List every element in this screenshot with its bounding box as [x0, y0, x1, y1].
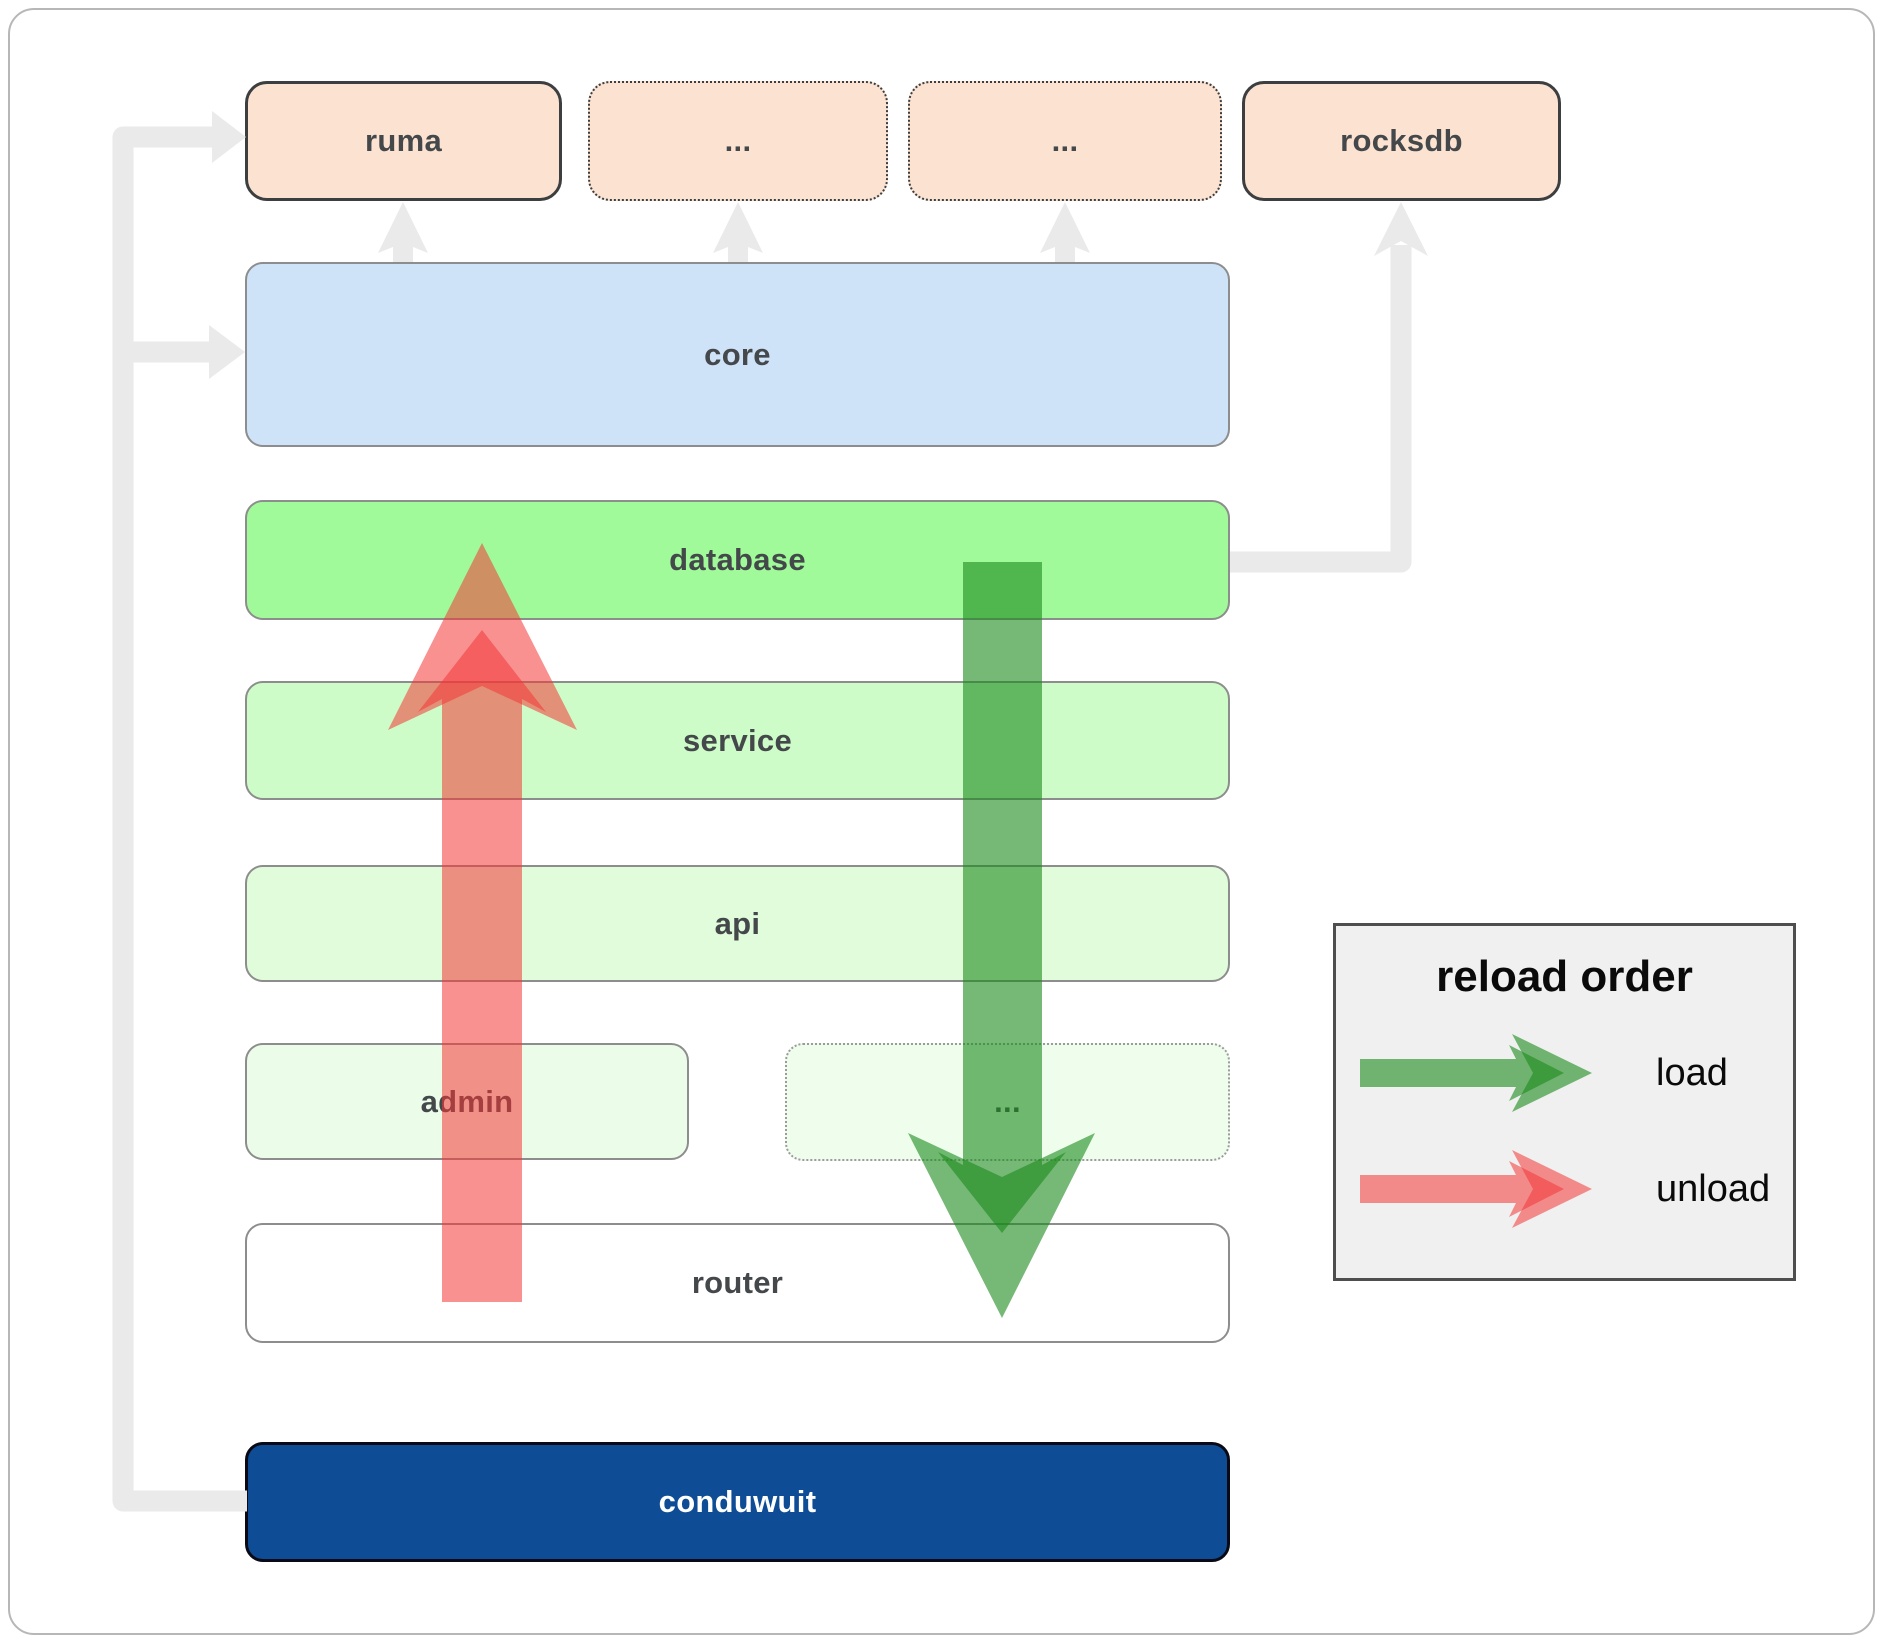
- node-ellipsis-1-label: ...: [724, 123, 752, 158]
- node-ellipsis-2-label: ...: [1051, 123, 1079, 158]
- node-ellipsis-3-label: ...: [994, 1084, 1021, 1119]
- node-rocksdb-label: rocksdb: [1340, 123, 1463, 158]
- legend-row-load: load: [1336, 1028, 1793, 1118]
- node-api: api: [245, 865, 1230, 982]
- load-arrow-icon-head: [1512, 1034, 1592, 1112]
- node-service: service: [245, 681, 1230, 800]
- node-rocksdb: rocksdb: [1242, 81, 1561, 201]
- legend-unload-label: unload: [1656, 1167, 1771, 1210]
- unload-arrow-icon: [1360, 1150, 1592, 1228]
- node-ellipsis-3: ...: [785, 1043, 1230, 1161]
- node-service-label: service: [683, 722, 792, 758]
- node-router-label: router: [691, 1265, 784, 1300]
- node-api-label: api: [714, 905, 761, 941]
- unload-arrow-icon-head: [1512, 1150, 1592, 1228]
- unload-arrow-icon-shaft: [1360, 1161, 1564, 1217]
- node-database-label: database: [669, 542, 806, 577]
- node-conduwuit: conduwuit: [245, 1442, 1230, 1562]
- node-router: router: [245, 1223, 1230, 1343]
- legend-title: reload order: [1436, 952, 1693, 1001]
- node-core-label: core: [704, 336, 771, 372]
- node-conduwuit-label: conduwuit: [658, 1484, 817, 1519]
- legend-load-label: load: [1656, 1051, 1728, 1094]
- node-ruma-label: ruma: [364, 123, 442, 158]
- node-admin-label: admin: [420, 1083, 514, 1119]
- legend-row-unload: unload: [1336, 1144, 1793, 1234]
- node-core: core: [245, 262, 1230, 447]
- node-ellipsis-1: ...: [588, 81, 888, 201]
- load-arrow-icon: [1360, 1034, 1592, 1112]
- diagram-frame: [8, 8, 1875, 1635]
- node-admin: admin: [245, 1043, 689, 1160]
- node-ellipsis-2: ...: [908, 81, 1222, 201]
- node-ruma: ruma: [245, 81, 562, 201]
- load-arrow-icon-shaft: [1360, 1045, 1564, 1101]
- node-database: database: [245, 500, 1230, 620]
- legend-reload-order: reload order load unload: [1333, 923, 1796, 1281]
